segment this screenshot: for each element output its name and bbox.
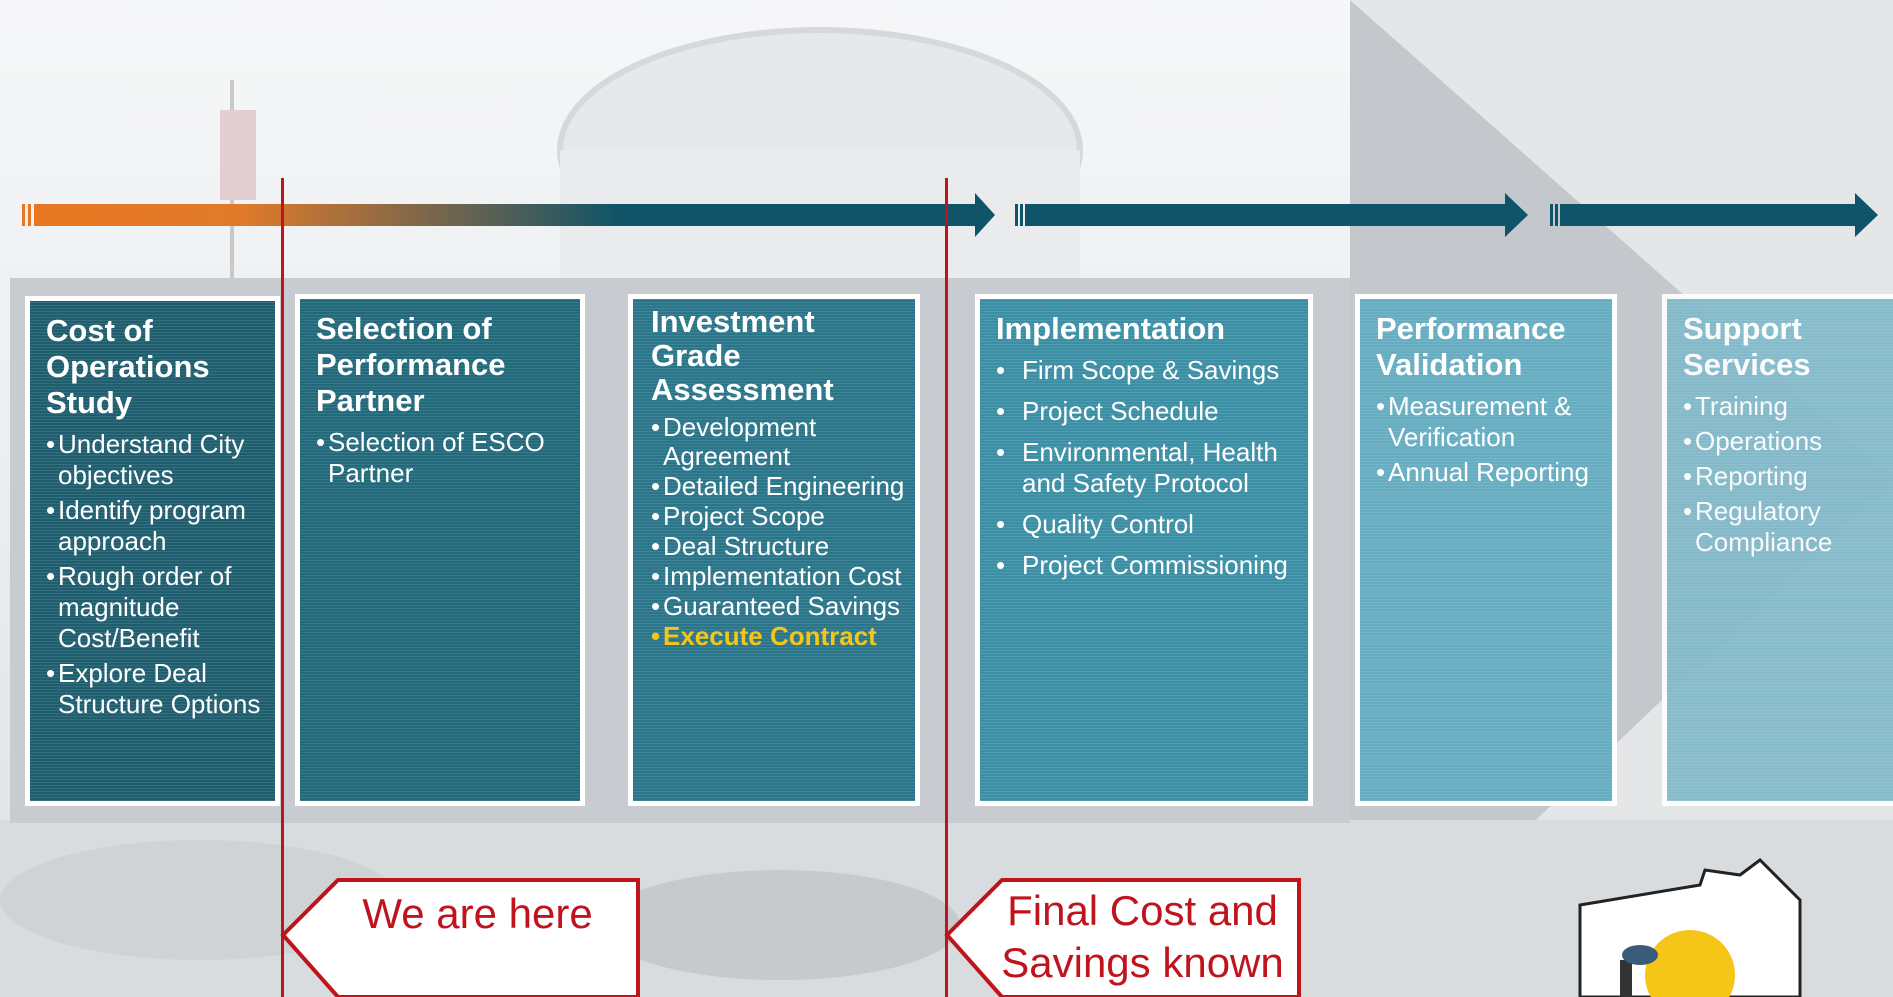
stage-items: •Understand City objectives •Identify pr…	[46, 429, 265, 720]
stage-items: •Development Agreement •Detailed Enginee…	[651, 413, 911, 651]
stage-performance-validation: Performance Validation •Measurement & Ve…	[1355, 294, 1617, 806]
callout-final-cost-line2: Savings known	[1001, 939, 1284, 986]
list-item: •Project Schedule	[996, 396, 1219, 426]
list-item: •Regulatory Compliance	[1683, 496, 1833, 557]
stage-items: •Selection of ESCO Partner	[316, 427, 570, 489]
list-item: •Implementation Cost	[651, 561, 902, 591]
stage-items: •Measurement & Verification •Annual Repo…	[1376, 391, 1604, 488]
stage-items: •Firm Scope & Savings •Project Schedule …	[996, 355, 1300, 581]
stage-title: Selection of Performance Partner	[316, 311, 506, 418]
list-item-highlight: •Execute Contract	[651, 621, 877, 651]
stage-support-services: Support Services •Training •Operations •…	[1662, 294, 1893, 806]
list-item: •Project Scope	[651, 501, 825, 531]
list-item: •Project Commissioning	[996, 550, 1288, 580]
timeline-arrows	[22, 193, 1878, 237]
callout-we-are-here: We are here	[362, 890, 593, 937]
list-item: •Identify program approach	[46, 495, 246, 556]
list-item: •Training	[1683, 391, 1788, 421]
list-item: •Annual Reporting	[1376, 457, 1589, 487]
list-item: •Quality Control	[996, 509, 1194, 539]
stage-selection-of-performance-partner: Selection of Performance Partner •Select…	[295, 294, 585, 806]
list-item: •Deal Structure	[651, 531, 830, 561]
list-item: •Understand City objectives	[46, 429, 245, 490]
arrow-1	[22, 193, 995, 237]
stage-cost-of-operations-study: Cost of Operations Study •Understand Cit…	[25, 296, 280, 806]
callout-final-cost-line1: Final Cost and	[1007, 887, 1278, 934]
list-item: •Environmental, Health and Safety Protoc…	[996, 437, 1278, 498]
list-item: •Reporting	[1683, 461, 1808, 491]
marker-line-we-are-here	[281, 178, 284, 997]
arrow-3	[1550, 193, 1878, 237]
stage-title: Cost of Operations Study	[46, 313, 210, 420]
list-item: •Rough order of magnitude Cost/Benefit	[46, 561, 232, 653]
list-item: •Measurement & Verification	[1376, 391, 1572, 452]
arrow-2	[1015, 193, 1528, 237]
list-item: •Selection of ESCO Partner	[316, 427, 545, 488]
stage-title: Performance Validation	[1376, 311, 1566, 382]
stage-title: Implementation	[996, 311, 1226, 346]
list-item: •Operations	[1683, 426, 1823, 456]
list-item: •Guaranteed Savings	[651, 591, 901, 621]
stage-implementation: Implementation •Firm Scope & Savings •Pr…	[975, 294, 1313, 806]
list-item: •Detailed Engineering	[651, 471, 905, 501]
callout-we-are-here-shape	[280, 878, 640, 997]
marker-line-final-cost	[945, 178, 948, 997]
stage-investment-grade-assessment: Investment Grade Assessment •Development…	[628, 294, 920, 806]
stage-title: Investment Grade Assessment	[651, 304, 834, 407]
list-item: •Explore Deal Structure Options	[46, 658, 261, 719]
stage-title: Support Services	[1683, 311, 1811, 382]
stage-items: •Training •Operations •Reporting •Regula…	[1683, 391, 1889, 558]
callout-final-cost-shape	[944, 878, 1301, 997]
list-item: •Firm Scope & Savings	[996, 355, 1280, 385]
list-item: •Development Agreement	[651, 412, 817, 471]
